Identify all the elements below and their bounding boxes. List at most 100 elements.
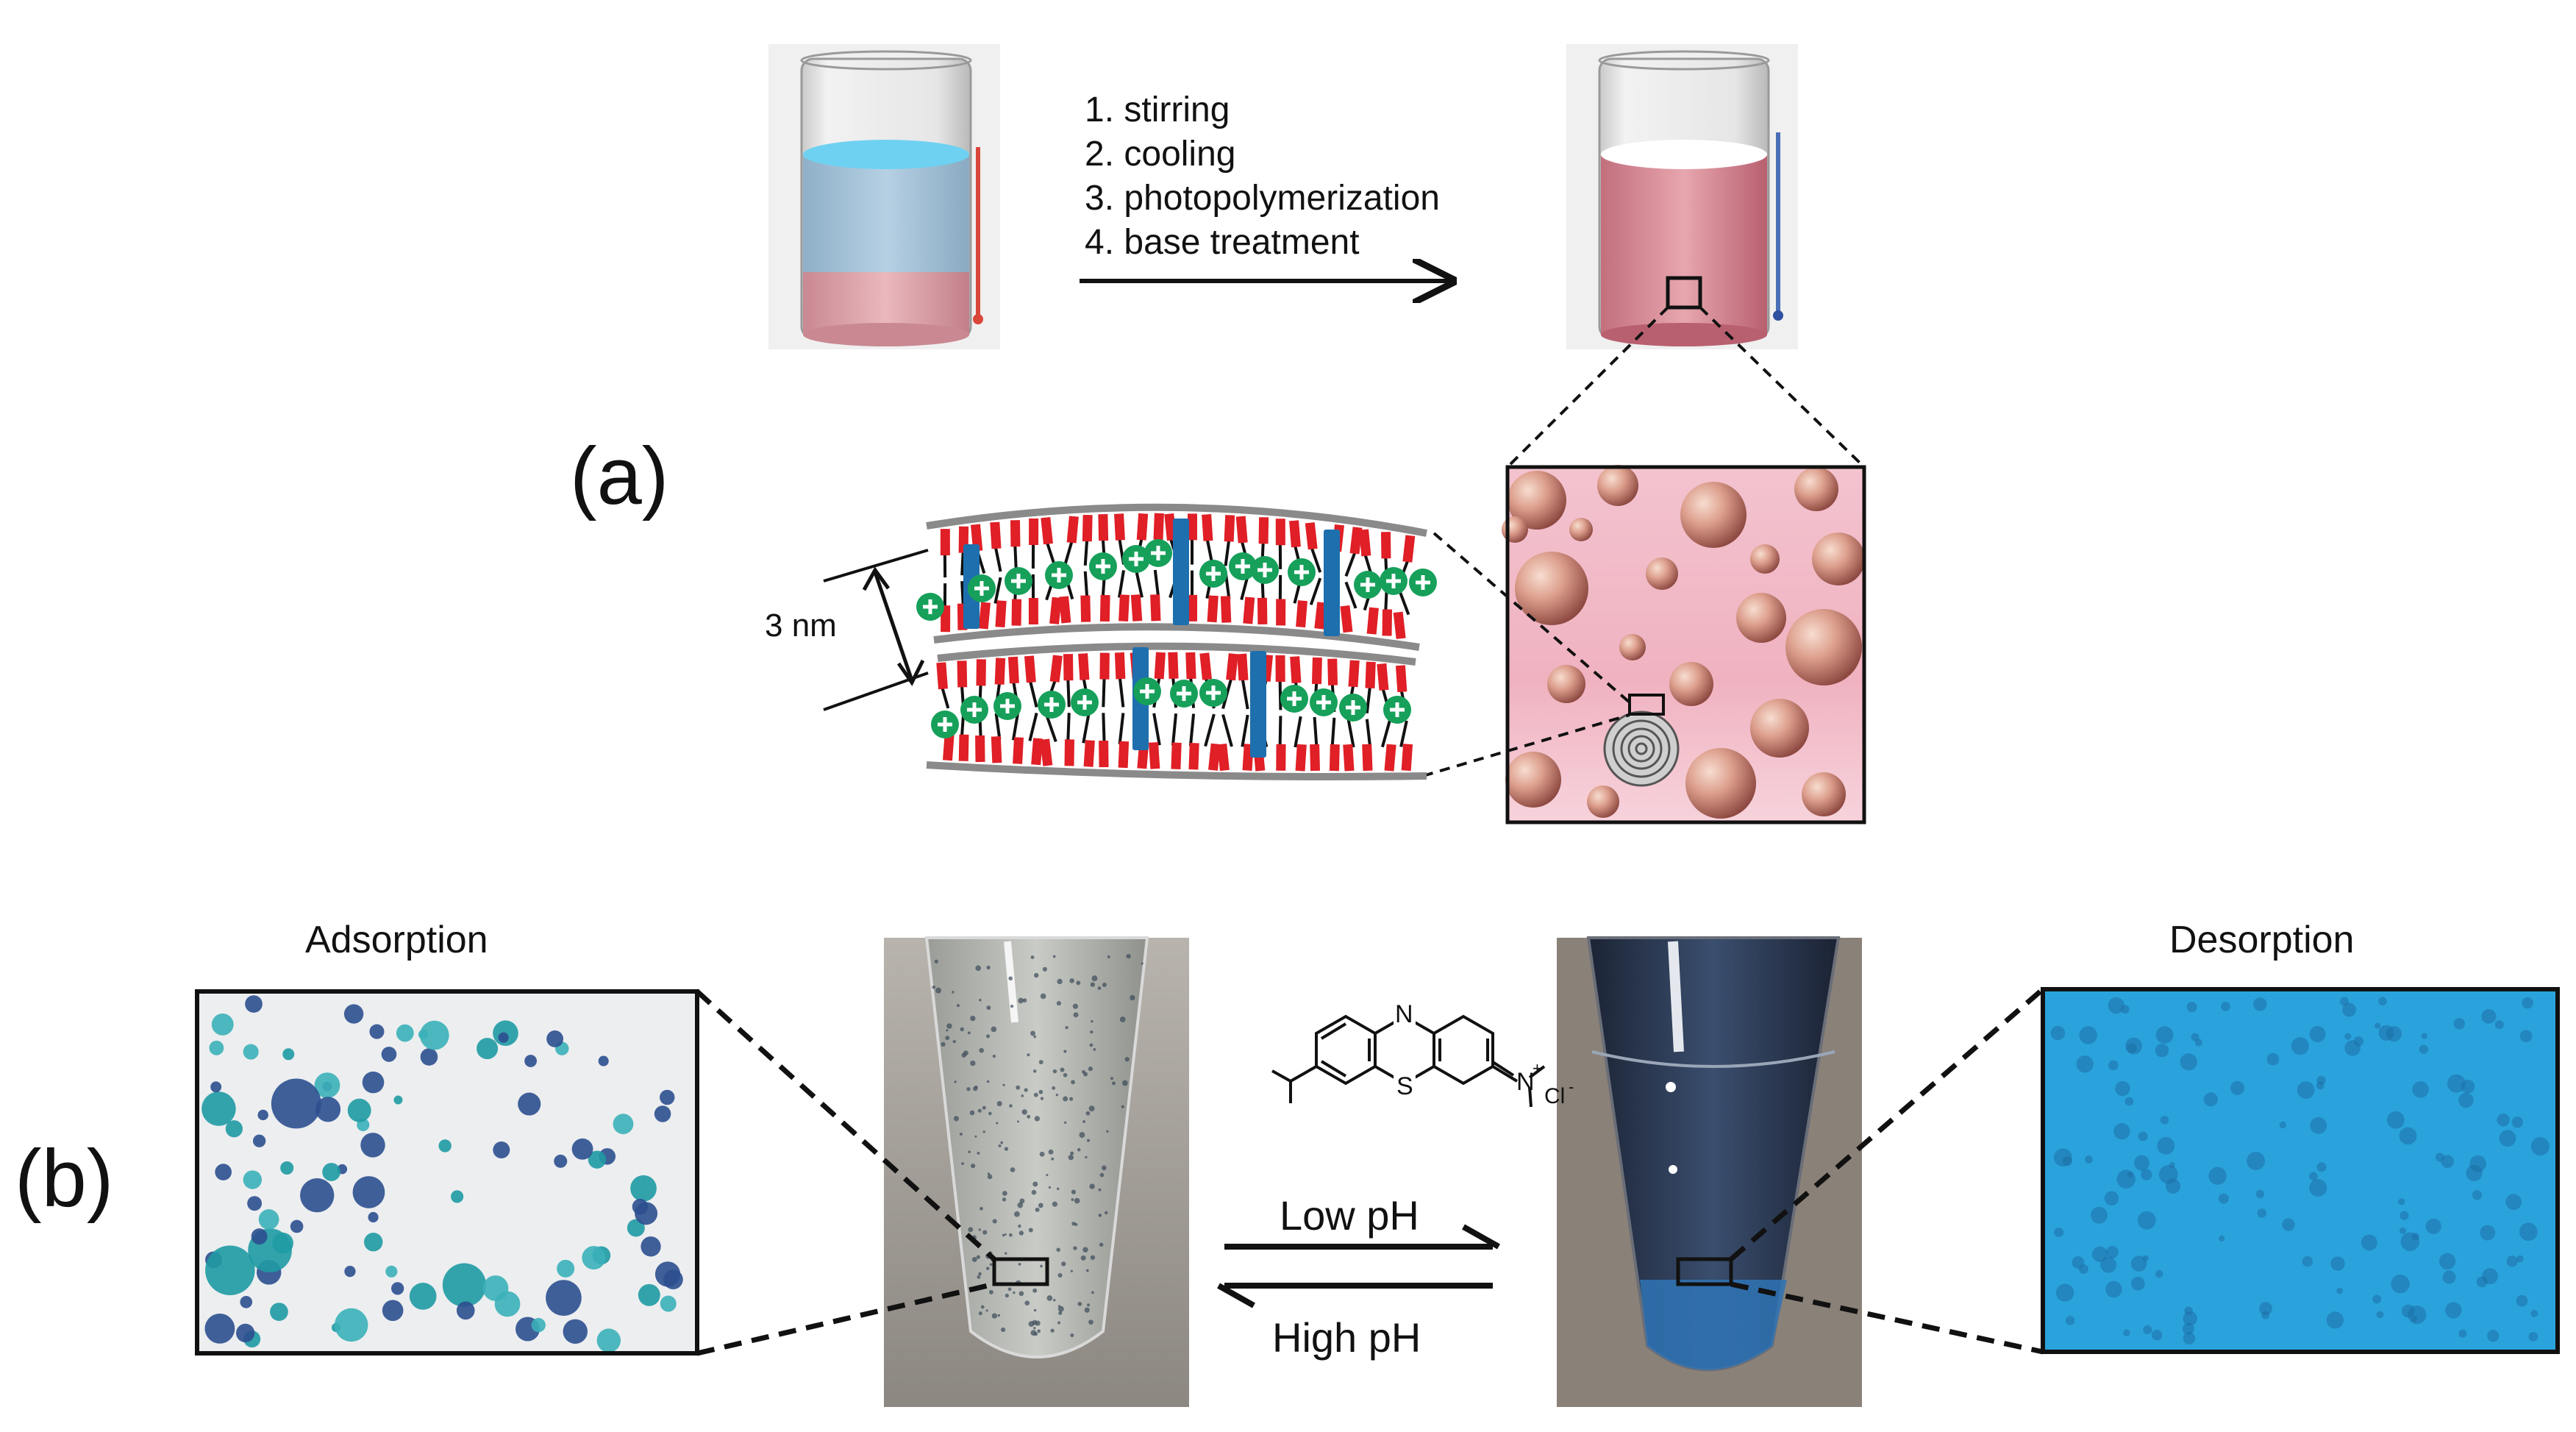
desorbed-particle xyxy=(2330,1256,2345,1271)
particle-speck xyxy=(1061,1261,1066,1267)
adsorbed-particle xyxy=(419,1020,449,1050)
particle-speck xyxy=(1032,1181,1038,1187)
adsorbed-particle xyxy=(271,1078,321,1129)
lipid-head xyxy=(1305,522,1318,550)
lipid-head xyxy=(1029,518,1039,546)
lipid-head xyxy=(1118,741,1130,769)
desorbed-particle xyxy=(2519,1222,2538,1242)
particle-speck xyxy=(1001,1327,1006,1333)
particle-speck xyxy=(966,1087,971,1091)
particle-speck xyxy=(1079,1132,1085,1138)
particle-speck xyxy=(1074,1197,1080,1204)
lipid-head xyxy=(1010,520,1021,547)
adsorbed-particle xyxy=(630,1175,657,1202)
particle-speck xyxy=(1060,1067,1065,1072)
desorbed-particle xyxy=(2257,1208,2267,1218)
lipid-head xyxy=(1384,744,1396,772)
lipid-tail xyxy=(1346,718,1355,748)
plus-sign xyxy=(1386,574,1401,588)
desorbed-particle xyxy=(2143,1325,2152,1335)
desorbed-particle xyxy=(2310,1116,2327,1134)
particle-speck xyxy=(1008,976,1013,981)
adsorbed-particle xyxy=(382,1300,404,1322)
particle-speck xyxy=(1080,1255,1086,1261)
lipid-head xyxy=(1224,515,1235,542)
desorbed-particle xyxy=(2203,1092,2218,1107)
lipid-head xyxy=(1382,609,1393,636)
adsorbed-particle xyxy=(247,1196,263,1211)
particle-speck xyxy=(974,1086,978,1089)
lipid-head xyxy=(975,735,985,763)
particle-speck xyxy=(1030,1030,1035,1036)
tube-photo-right xyxy=(1557,936,1862,1407)
lipid-head xyxy=(1154,652,1166,680)
particle-speck xyxy=(1070,1151,1074,1155)
atom-n-plus: N xyxy=(1516,1068,1535,1096)
lipid-head xyxy=(957,660,968,688)
lipid-head xyxy=(1226,653,1238,681)
adsorbed-particle xyxy=(215,1164,232,1180)
desorbed-particle xyxy=(2054,1228,2064,1238)
particle-speck xyxy=(1017,1202,1024,1208)
desorbed-particle xyxy=(2105,1280,2122,1298)
lipid-head xyxy=(1362,744,1373,772)
desorbed-particle xyxy=(2506,1255,2518,1267)
dimension-3nm: 3 nm xyxy=(765,549,929,711)
lipid-head xyxy=(1340,605,1353,633)
particle-speck xyxy=(988,1289,993,1294)
particle-speck xyxy=(974,1135,977,1138)
particle-speck xyxy=(1124,1057,1130,1062)
particle-speck xyxy=(1024,1300,1030,1306)
lipid-head xyxy=(1296,600,1307,628)
plus-sign xyxy=(1294,565,1309,580)
desorbed-particle xyxy=(2253,997,2267,1011)
desorbed-particle xyxy=(2309,1172,2318,1180)
lipid-head xyxy=(1150,594,1161,621)
lipid-head xyxy=(1237,653,1249,681)
particle-speck xyxy=(1038,1203,1043,1208)
adsorbed-particle xyxy=(211,1013,234,1036)
lipid-head xyxy=(1136,513,1149,541)
particle-speck xyxy=(977,1275,981,1279)
plus-sign xyxy=(1177,686,1191,701)
particle-speck xyxy=(1102,982,1107,988)
zoom-line-desorption-bottom xyxy=(1730,1281,2044,1355)
particle-speck xyxy=(945,1036,950,1041)
desorbed-particle xyxy=(2155,1043,2169,1058)
emulsion-view xyxy=(1502,465,1866,824)
particle-speck xyxy=(1052,1201,1058,1207)
lipid-head xyxy=(976,659,986,686)
lipid-tail xyxy=(1344,581,1357,609)
desorbed-particle xyxy=(2481,1008,2497,1024)
lipid-head xyxy=(1049,596,1062,624)
adsorbed-particle xyxy=(531,1318,546,1333)
lipid-head xyxy=(1130,594,1143,621)
particle-speck xyxy=(1073,1012,1079,1018)
lipid-head xyxy=(1311,657,1322,685)
lipid-head xyxy=(1083,740,1095,767)
particle-speck xyxy=(1085,1155,1088,1159)
particle-speck xyxy=(1033,1327,1036,1330)
adsorbed-particle xyxy=(201,1091,236,1126)
atom-n: N xyxy=(1395,1000,1413,1028)
plus-sign xyxy=(1206,566,1221,581)
desorbed-particle xyxy=(2050,1025,2066,1041)
desorbed-particle xyxy=(2108,1060,2119,1071)
particle-speck xyxy=(1089,1183,1095,1189)
lipid-head xyxy=(1199,652,1212,680)
desorbed-particle xyxy=(2458,1092,2474,1108)
adsorption-title: Adsorption xyxy=(305,919,488,961)
particle-speck xyxy=(998,1144,1002,1147)
lipid-head xyxy=(1380,532,1391,559)
adsorbed-particle xyxy=(613,1114,634,1135)
particle-speck xyxy=(987,1172,991,1175)
particle-speck xyxy=(1057,1272,1063,1278)
desorbed-particle xyxy=(2458,1329,2467,1338)
particle-speck xyxy=(1018,1262,1021,1266)
particle-speck xyxy=(1027,1053,1030,1057)
particle-speck xyxy=(969,1110,975,1116)
particle-speck xyxy=(1057,978,1063,985)
adsorbed-particle xyxy=(546,1280,582,1316)
particle-speck xyxy=(1082,1120,1086,1123)
particle-speck xyxy=(1050,1328,1055,1333)
